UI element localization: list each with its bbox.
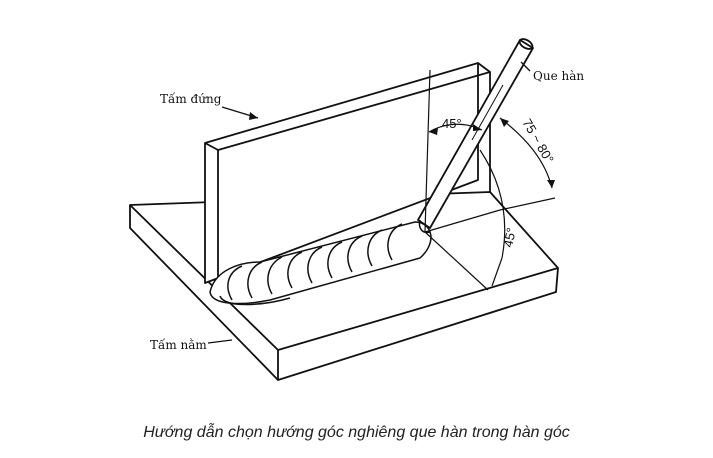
figure-caption: Hướng dẫn chọn hướng góc nghiêng que hàn…: [143, 424, 570, 441]
side-angle-label: 45°: [500, 226, 519, 248]
top-angle-label: 45°: [442, 116, 462, 131]
weld-bead: [209, 221, 432, 306]
horizontal-plate-label: Tấm nằm: [150, 337, 207, 352]
electrode-rod: [417, 38, 534, 234]
fillet-weld-diagram: Tấm đứng Tấm nằm Que hàn 45° 75 ~ 80° 45…: [129, 38, 584, 381]
angle-arrowheads: [249, 112, 555, 188]
vertical-plate: [204, 62, 491, 284]
electrode-label: Que hàn: [533, 69, 584, 83]
angle-construction-lines: [424, 69, 556, 291]
vertical-plate-label: Tấm đứng: [160, 91, 222, 106]
